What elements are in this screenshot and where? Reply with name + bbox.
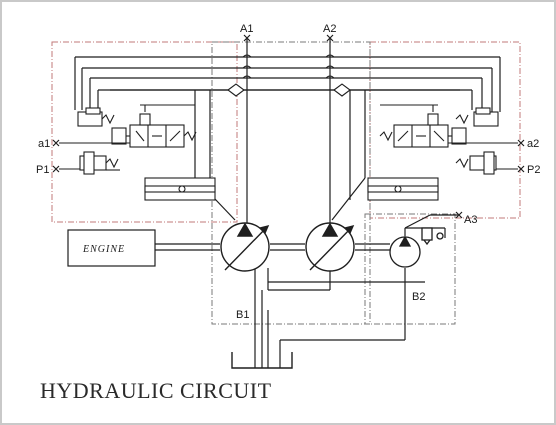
label-b1: B1 (236, 309, 249, 321)
figure-caption: HYDRAULIC CIRCUIT (40, 378, 272, 403)
right-control-valve (367, 104, 518, 201)
label-b2: B2 (412, 291, 425, 303)
charge-pump (389, 227, 444, 268)
label-port-p1: P1 (36, 164, 49, 176)
label-a1-top: A1 (240, 23, 253, 35)
left-valve-boundary (51, 41, 238, 223)
label-port-p2: P2 (527, 164, 540, 176)
label-a2-top: A2 (323, 23, 336, 35)
main-pump-right (305, 222, 355, 272)
left-control-valve (59, 104, 216, 201)
pressure-lines (74, 38, 501, 368)
tank (231, 352, 293, 369)
charge-pump-boundary (364, 213, 456, 325)
main-pump-left (220, 222, 270, 272)
check-valves (227, 83, 351, 97)
line-crossings (242, 54, 335, 79)
port-marks (52, 34, 525, 219)
label-port-a2: a2 (527, 138, 539, 150)
engine-label: ENGINE (82, 244, 125, 255)
engine-box (67, 229, 156, 267)
label-a3: A3 (464, 214, 477, 226)
label-port-a1: a1 (38, 138, 50, 150)
